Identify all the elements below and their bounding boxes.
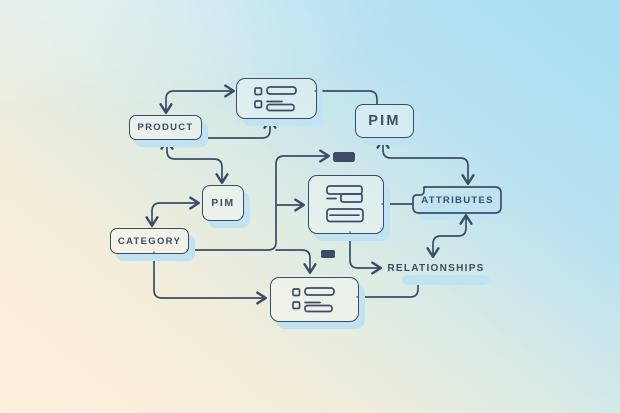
attributes-box-outline (412, 186, 502, 214)
arrow-product-to-card-top (199, 118, 277, 139)
node-relationships-label: RELATIONSHIPS (387, 263, 485, 274)
node-attributes: ATTRIBUTES (413, 187, 502, 213)
line-card-top-to-pim-top (314, 90, 378, 105)
checklist-icon (291, 286, 335, 312)
badge-top solid-bar-icon (333, 152, 355, 162)
arrow-pim-top-attributes (376, 138, 475, 185)
arrow-branch-to-card-bottom (275, 249, 317, 274)
arrow-category-to-badge-top (186, 149, 330, 251)
card-center document-card (308, 175, 384, 234)
relationships-highlight (402, 275, 489, 285)
arrow-card-center-to-relationships (349, 231, 382, 275)
document-text-icon (326, 184, 364, 222)
node-relationships: RELATIONSHIPS (384, 261, 488, 276)
node-attributes-label: ATTRIBUTES (421, 194, 494, 206)
node-category: CATEGORY (110, 228, 189, 254)
badge-bottom solid-bar-icon (321, 250, 335, 258)
node-pim-main-label: PIM (368, 113, 401, 129)
arrow-category-pim-mid (145, 196, 200, 227)
node-category-label: CATEGORY (117, 235, 182, 247)
card-top checklist-card (236, 78, 317, 119)
node-product-label: PRODUCT (137, 122, 194, 133)
line-card-bottom-to-relationships (356, 282, 419, 298)
node-pim-main: PIM (355, 104, 414, 138)
arrow-product-pim-mid (160, 139, 229, 184)
card-bottom checklist-card (270, 277, 359, 322)
arrow-card-top-product (159, 84, 235, 114)
checklist-icon (253, 85, 297, 111)
node-pim-small: PIM (202, 185, 244, 221)
node-product: PRODUCT (129, 115, 202, 140)
node-pim-small-label: PIM (211, 197, 235, 209)
arrow-attributes-relationships (426, 214, 473, 258)
arrow-category-to-card-bottom (153, 251, 267, 305)
